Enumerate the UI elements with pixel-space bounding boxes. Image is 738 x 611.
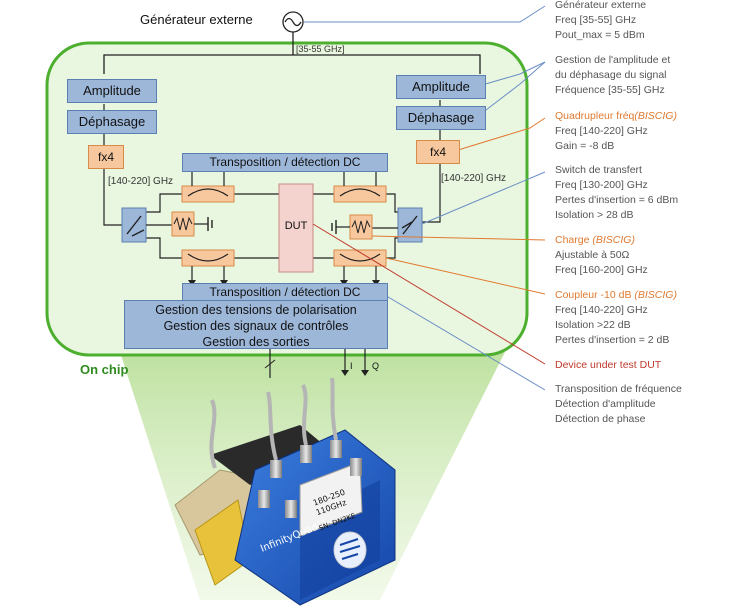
annotation-tag: (BISCIG)	[634, 110, 677, 122]
management-line-3: Gestion des sorties	[202, 335, 310, 349]
annotation-quadrupler: Quadrupleur fréq(BISCIG) Freq [140-220] …	[555, 109, 677, 154]
amplitude-block-left: Amplitude	[67, 79, 157, 103]
on-chip-label: On chip	[80, 362, 129, 377]
annotation-line: Device under test DUT	[555, 359, 662, 371]
dut-label: DUT	[284, 220, 308, 232]
band-label-right: [140-220] GHz	[441, 173, 507, 184]
annotation-line: Fréquence [35-55] GHz	[555, 84, 665, 96]
load-left	[146, 211, 213, 237]
load-right	[331, 214, 398, 240]
device-photo: 180-250 110GHz SN: DN2KE InfinityQuad™	[174, 377, 396, 606]
band-label-left: [140-220] GHz	[108, 176, 174, 187]
generator-icon	[282, 11, 304, 33]
amplitude-block-right: Amplitude	[396, 75, 486, 99]
annotation-line: Pertes d'insertion = 2 dB	[555, 334, 670, 346]
annotation-title: Quadrupleur fréq	[555, 110, 635, 122]
annotation-switch: Switch de transfert Freq [130-200] GHz P…	[555, 163, 678, 223]
generator-title: Générateur externe	[140, 12, 253, 27]
annotation-transposition: Transposition de fréquence Détection d'a…	[555, 382, 682, 427]
source-band-label: [35-55 GHz]	[296, 44, 345, 54]
annotation-line: Switch de transfert	[555, 164, 642, 176]
annotation-line: Ajustable à 50Ω	[555, 249, 630, 261]
annotation-title: Charge	[555, 234, 593, 246]
dephasage-block-right: Déphasage	[396, 106, 486, 130]
annotation-coupler: Coupleur -10 dB (BISCIG) Freq [140-220] …	[555, 288, 677, 348]
annotation-load: Charge (BISCIG) Ajustable à 50Ω Freq [16…	[555, 233, 648, 278]
coupler-top-right	[333, 170, 387, 203]
transfer-switch-left	[121, 207, 147, 243]
rf-path-top	[146, 193, 408, 213]
annotation-line: Détection de phase	[555, 413, 646, 425]
dut-block	[278, 183, 314, 273]
rf-path-bottom	[146, 237, 408, 259]
annotation-dut: Device under test DUT	[555, 358, 661, 373]
annotation-tag: (BISCIG)	[634, 289, 677, 301]
output-i-label: I	[350, 361, 353, 371]
annotation-line: Freq [140-220] GHz	[555, 125, 648, 137]
annotation-title: Coupleur -10 dB	[555, 289, 635, 301]
annotation-line: Pout_max = 5 dBm	[555, 29, 645, 41]
annotation-line: Freq [140-220] GHz	[555, 304, 648, 316]
management-line-2: Gestion des signaux de contrôles	[163, 319, 349, 333]
annotation-line: Générateur externe	[555, 0, 647, 11]
quadrupler-block-left: fx4	[88, 145, 124, 169]
dephasage-block-left: Déphasage	[67, 110, 157, 134]
transposition-block-top: Transposition / détection DC	[182, 153, 388, 172]
annotation-amplitude-phase: Gestion de l'amplitude et du déphasage d…	[555, 53, 670, 98]
annotation-line: Détection d'amplitude	[555, 398, 656, 410]
coupler-bottom-right	[333, 249, 387, 282]
annotation-line: Transposition de fréquence	[555, 383, 682, 395]
annotation-line: Freq [160-200] GHz	[555, 264, 648, 276]
coupler-bottom-left	[181, 249, 235, 282]
annotation-line: Freq [130-200] GHz	[555, 179, 648, 191]
annotation-line: Isolation > 28 dB	[555, 209, 634, 221]
management-block: Gestion des tensions de polarisation Ges…	[124, 300, 388, 349]
annotation-tag: (BISCIG)	[592, 234, 635, 246]
annotation-line: Gestion de l'amplitude et	[555, 54, 671, 66]
distribution-line	[103, 54, 481, 74]
annotation-line: du déphasage du signal	[555, 69, 667, 81]
annotation-line: Gain = -8 dB	[555, 140, 615, 152]
annotation-line: Isolation >22 dB	[555, 319, 631, 331]
quadrupler-block-right: fx4	[416, 140, 460, 164]
annotation-line: Freq [35-55] GHz	[555, 14, 637, 26]
coupler-top-left	[181, 170, 235, 203]
annotation-generator: Générateur externe Freq [35-55] GHz Pout…	[555, 0, 646, 43]
annotation-line: Pertes d'insertion = 6 dBm	[555, 194, 679, 206]
management-line-1: Gestion des tensions de polarisation	[155, 303, 357, 317]
output-q-label: Q	[372, 361, 380, 371]
